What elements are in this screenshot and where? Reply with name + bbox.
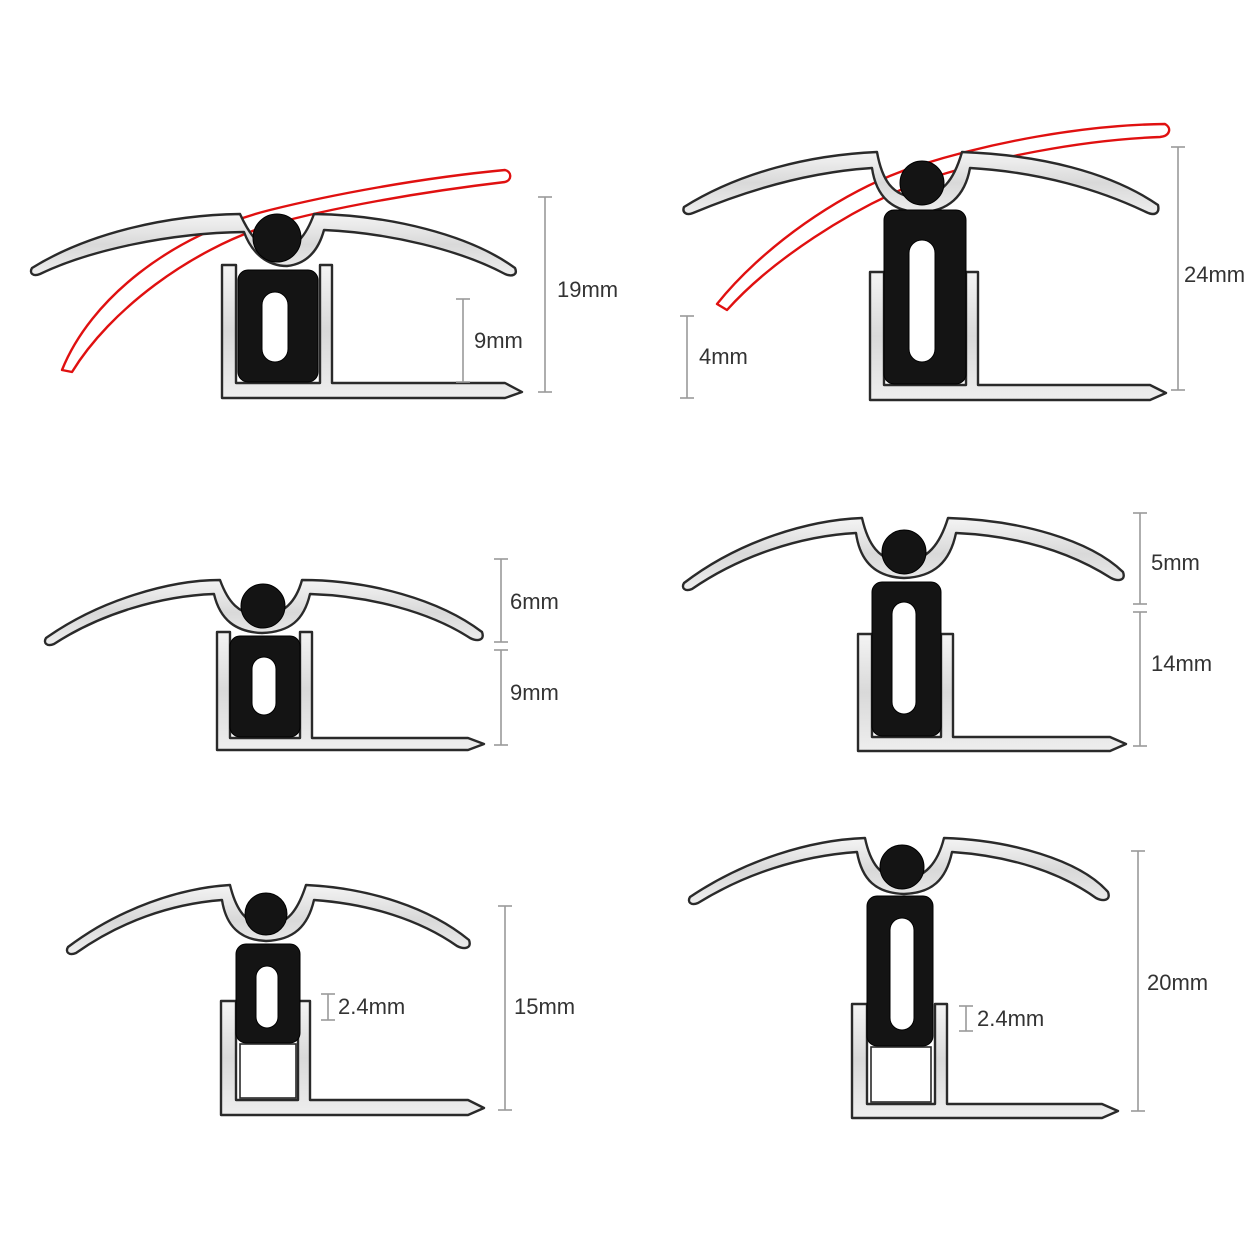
dim-label-15mm: 15mm [514, 994, 575, 1019]
dim-label-2-4mm: 2.4mm [338, 994, 405, 1019]
dim-label-9mm: 9mm [510, 680, 559, 705]
profile-6: 20mm 2.4mm [687, 836, 1208, 1120]
alt-position-outline [715, 122, 1171, 312]
dim-label-4mm: 4mm [699, 344, 748, 369]
dim-label-6mm: 6mm [510, 589, 559, 614]
dim-label-5mm: 5mm [1151, 550, 1200, 575]
profile-4: 5mm 14mm [681, 512, 1212, 753]
base-profile [220, 263, 524, 400]
dim-label-2-4mm: 2.4mm [977, 1006, 1044, 1031]
top-cover [682, 150, 1160, 216]
dim-label-9mm: 9mm [474, 328, 523, 353]
top-cover [29, 212, 517, 277]
rubber-lower-cavity [239, 1043, 297, 1099]
profile-3: 6mm 9mm [43, 558, 559, 752]
profile-5: 15mm 2.4mm [65, 883, 575, 1117]
dim-label-19mm: 19mm [557, 277, 618, 302]
dim-label-20mm: 20mm [1147, 970, 1208, 995]
base-profile [219, 999, 486, 1117]
profile-2: 24mm 4mm [680, 122, 1245, 402]
top-cover [65, 883, 471, 956]
top-cover [43, 578, 484, 647]
dim-label-14mm: 14mm [1151, 651, 1212, 676]
dim-label-24mm: 24mm [1184, 262, 1245, 287]
base-profile [850, 1002, 1120, 1120]
top-cover [681, 516, 1125, 592]
rubber-lower-cavity [870, 1046, 932, 1103]
profile-1: 19mm 9mm [29, 168, 618, 400]
top-cover [687, 836, 1110, 906]
